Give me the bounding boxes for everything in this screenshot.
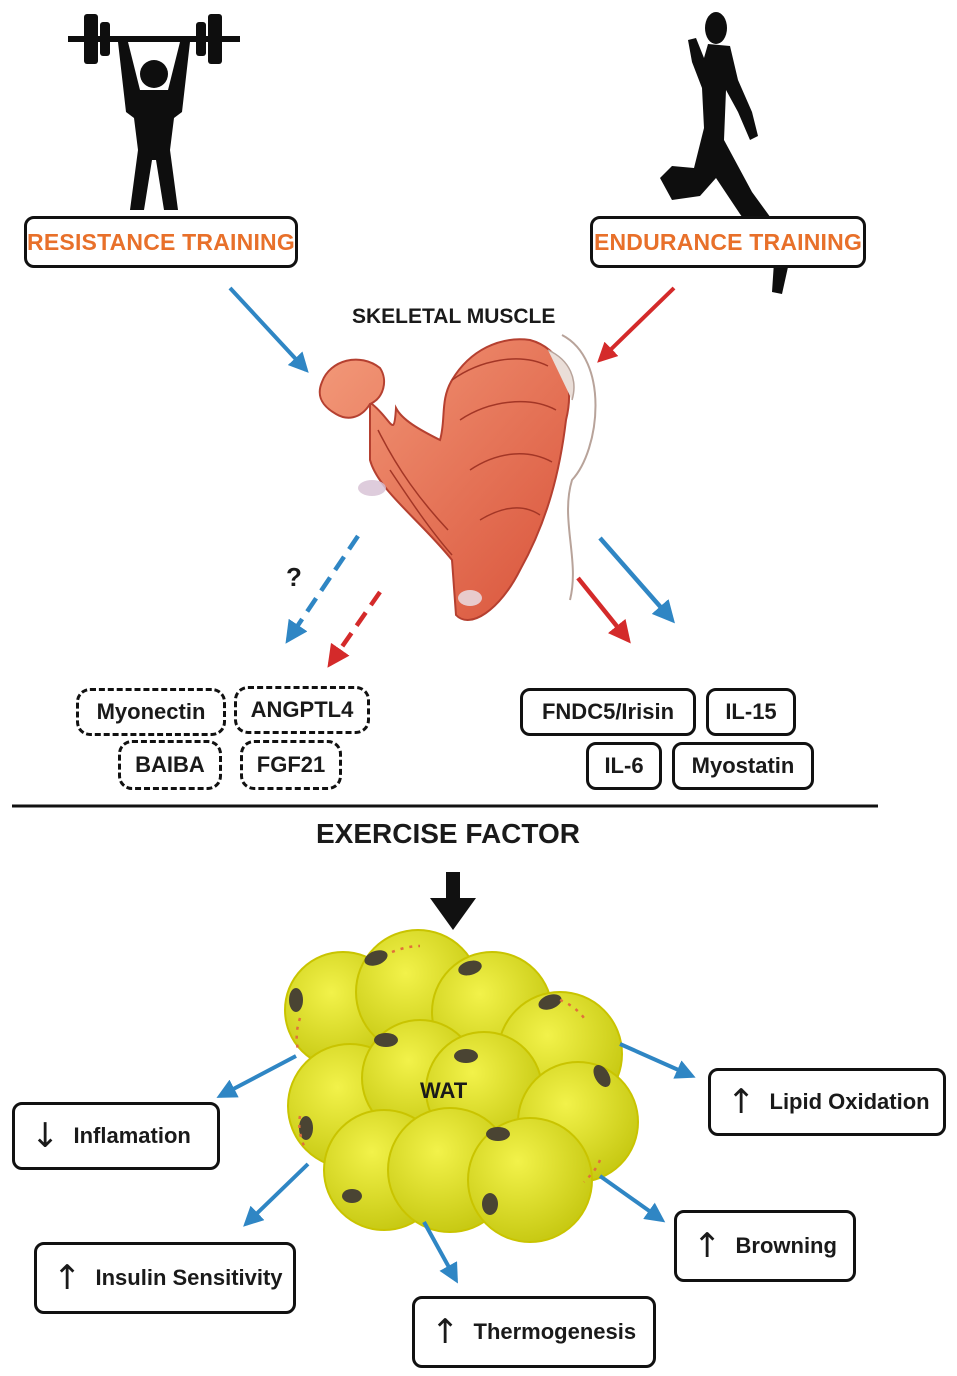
down-arrow-icon: ↓ — [31, 1116, 60, 1156]
skeletal-muscle-title: SKELETAL MUSCLE — [352, 305, 556, 328]
factor-myostatin: Myostatin — [672, 742, 814, 790]
to-browning-arrow — [598, 1174, 666, 1223]
outcome-lipid-oxidation: ↑ Lipid Oxidation — [708, 1068, 946, 1136]
dashed-red-arrow — [327, 590, 382, 668]
up-arrow-icon: ↑ — [431, 1312, 460, 1352]
solid-blue-arrow — [598, 536, 675, 624]
up-arrow-icon: ↑ — [727, 1082, 756, 1122]
to-inflammation-arrow — [216, 1054, 297, 1098]
outcome-thermogenesis: ↑ Thermogenesis — [412, 1296, 656, 1368]
resistance-to-muscle-arrow — [228, 286, 309, 373]
outcome-inflammation: ↓ Inflamation — [12, 1102, 220, 1170]
flexed-arm-muscle-icon — [318, 334, 597, 621]
factor-myonectin: Myonectin — [76, 688, 226, 736]
factor-baiba: BAIBA — [118, 740, 222, 790]
outcome-insulin-sensitivity: ↑ Insulin Sensitivity — [34, 1242, 296, 1314]
down-arrow-icon — [430, 872, 476, 930]
factor-fgf21: FGF21 — [240, 740, 342, 790]
resistance-training-box: RESISTANCE TRAINING — [24, 216, 298, 268]
up-arrow-icon: ↑ — [693, 1226, 722, 1266]
factor-il6: IL-6 — [586, 742, 662, 790]
wat-label: WAT — [420, 1078, 468, 1103]
endurance-training-box: ENDURANCE TRAINING — [590, 216, 866, 268]
dashed-blue-arrow — [285, 534, 360, 644]
fat-cell-membrane-dots — [295, 944, 602, 1183]
resistance-training-label: RESISTANCE TRAINING — [27, 228, 295, 255]
weightlifter-icon — [68, 14, 240, 210]
factor-il15: IL-15 — [706, 688, 796, 736]
endurance-training-label: ENDURANCE TRAINING — [593, 228, 863, 255]
endurance-to-muscle-arrow — [597, 286, 676, 363]
up-arrow-icon: ↑ — [53, 1258, 82, 1298]
factor-angptl4: ANGPTL4 — [234, 686, 370, 734]
to-insulin-sensitivity-arrow — [243, 1162, 310, 1227]
fat-cell-nuclei — [289, 950, 611, 1215]
exercise-factor-title: EXERCISE FACTOR — [316, 818, 580, 849]
to-lipid-oxidation-arrow — [619, 1042, 696, 1079]
solid-red-arrow — [576, 576, 631, 644]
unknown-mark: ? — [286, 562, 302, 592]
fat-cell-cluster-icon — [284, 929, 639, 1243]
to-thermogenesis-arrow — [422, 1221, 458, 1284]
factor-fndc5-irisin: FNDC5/Irisin — [520, 688, 696, 736]
outcome-browning: ↑ Browning — [674, 1210, 856, 1282]
